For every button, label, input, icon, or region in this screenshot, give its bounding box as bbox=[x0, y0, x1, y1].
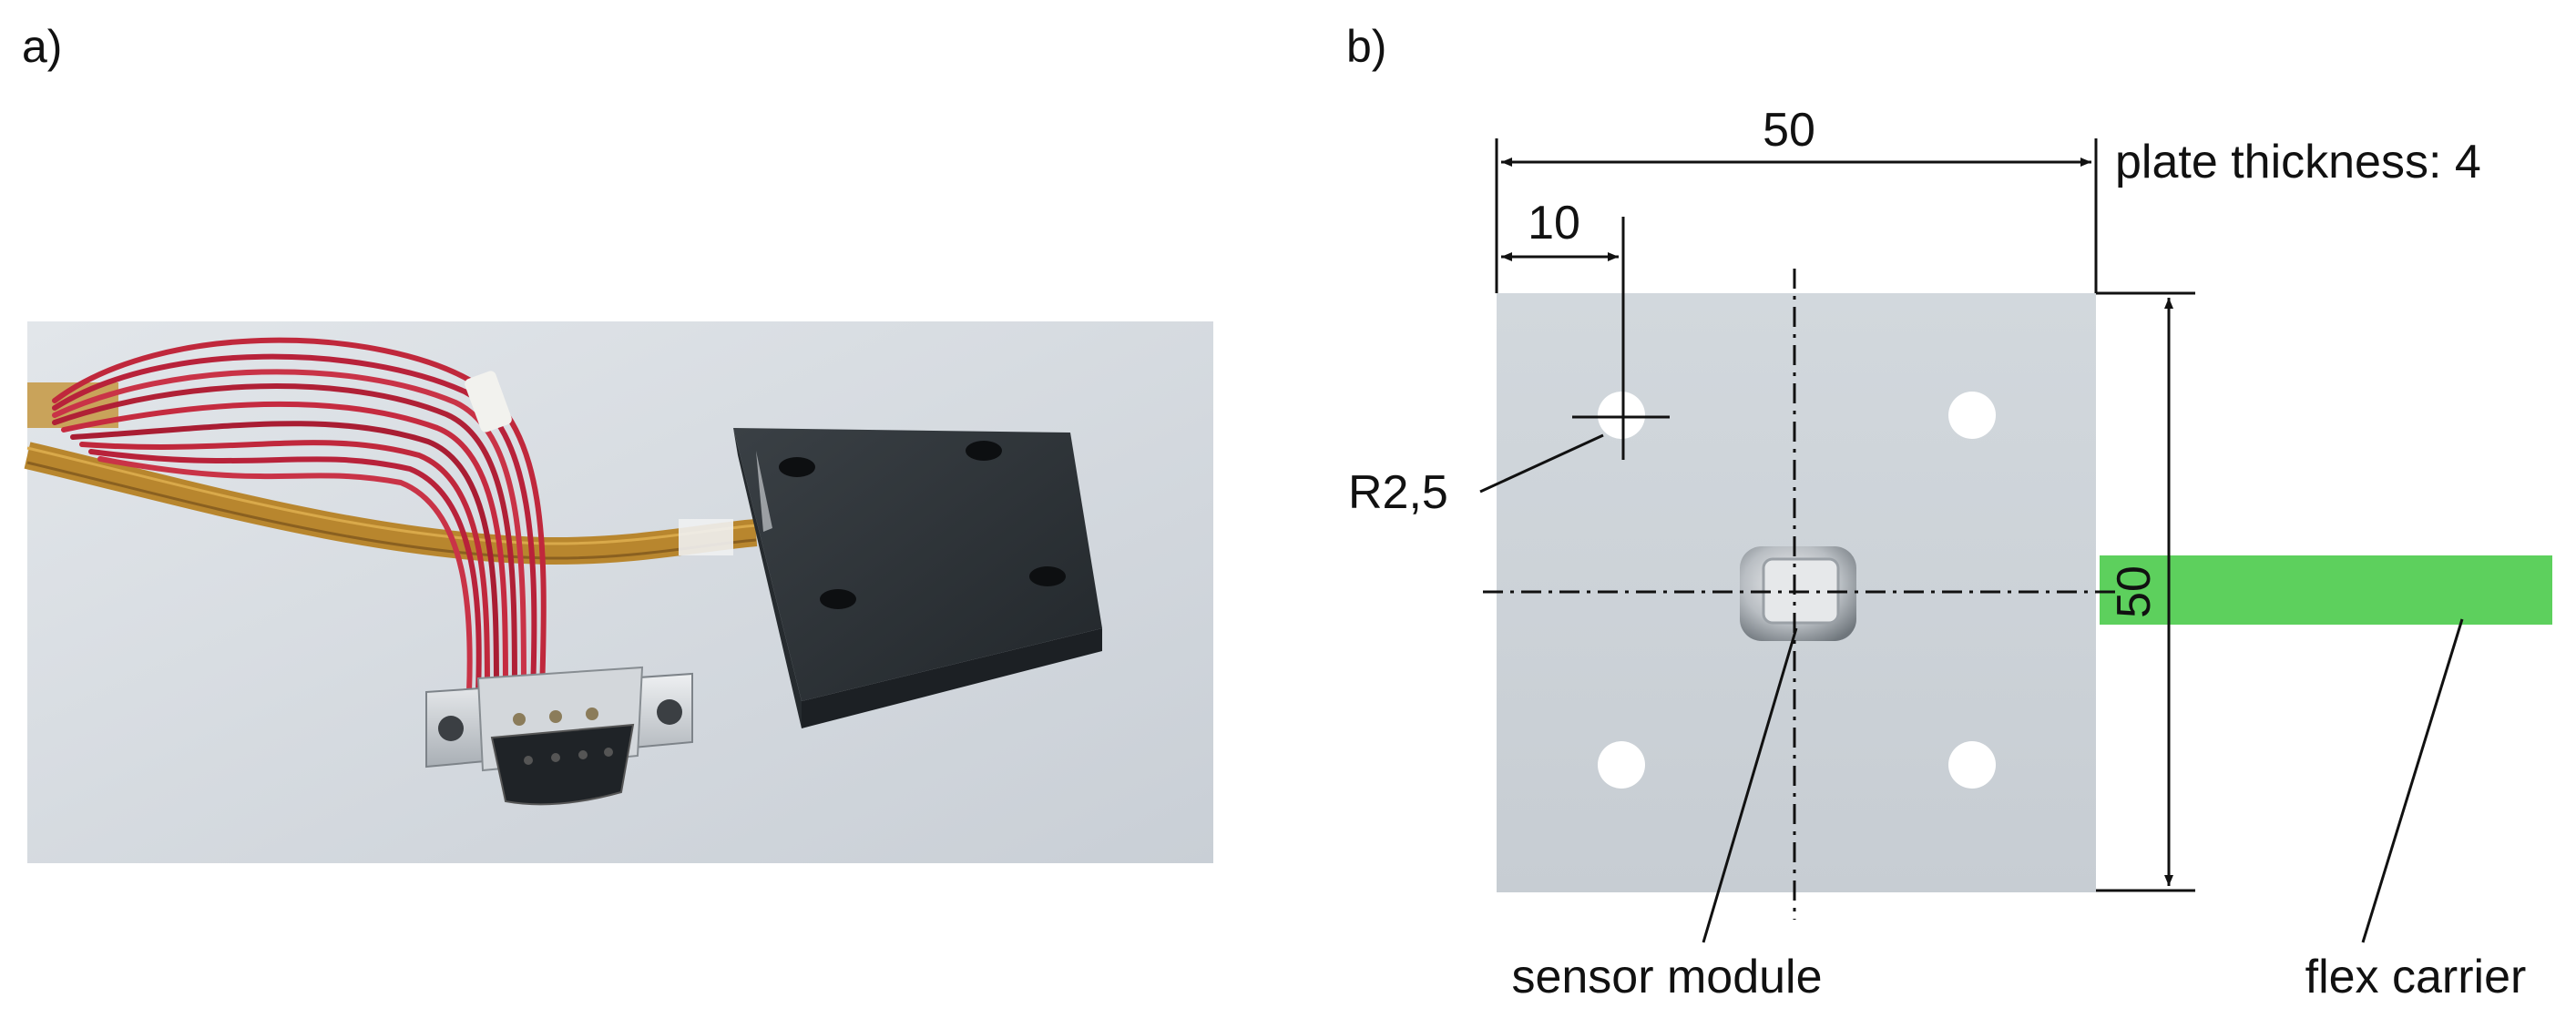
mounting-hole bbox=[1948, 741, 1996, 789]
height-dimension-label: 50 bbox=[2108, 565, 2161, 618]
mounting-hole bbox=[1598, 741, 1645, 789]
flex-leader bbox=[2361, 618, 2464, 943]
mounting-hole bbox=[1598, 392, 1645, 439]
radius-leader bbox=[1479, 433, 1604, 494]
width-dimension: 50 bbox=[1495, 104, 2098, 293]
plate-hole bbox=[779, 457, 815, 477]
red-wires bbox=[52, 337, 547, 695]
sensor-leader bbox=[1702, 627, 1798, 943]
dsub-connector bbox=[425, 666, 693, 806]
hole-offset-label: 10 bbox=[1528, 197, 1580, 249]
plate-thickness-note: plate thickness: 4 bbox=[2115, 136, 2481, 188]
technical-drawing: 50 10 R2,5 plate thickness: 4 50 sensor … bbox=[1348, 104, 2552, 1003]
mounting-hole bbox=[1948, 392, 1996, 439]
width-dimension-label: 50 bbox=[1763, 104, 1815, 157]
flex-carrier-label: flex carrier bbox=[2305, 951, 2527, 1003]
panel-a-label: a) bbox=[22, 21, 62, 72]
photo bbox=[24, 321, 1213, 863]
hole-radius-label: R2,5 bbox=[1348, 466, 1448, 519]
panel-b-label: b) bbox=[1346, 21, 1386, 72]
dark-plate bbox=[733, 428, 1102, 728]
plate-hole bbox=[966, 441, 1002, 461]
plate-hole bbox=[820, 589, 856, 609]
plate-hole bbox=[1029, 566, 1066, 586]
sensor-module-label: sensor module bbox=[1511, 951, 1822, 1003]
flex-carrier-strip bbox=[2100, 555, 2552, 625]
tape-strip bbox=[679, 519, 733, 555]
height-dimension: 50 bbox=[2096, 291, 2195, 892]
hole-offset-dimension: 10 bbox=[1501, 197, 1625, 460]
cable-tie bbox=[465, 371, 512, 433]
sensor-module bbox=[1740, 546, 1856, 641]
